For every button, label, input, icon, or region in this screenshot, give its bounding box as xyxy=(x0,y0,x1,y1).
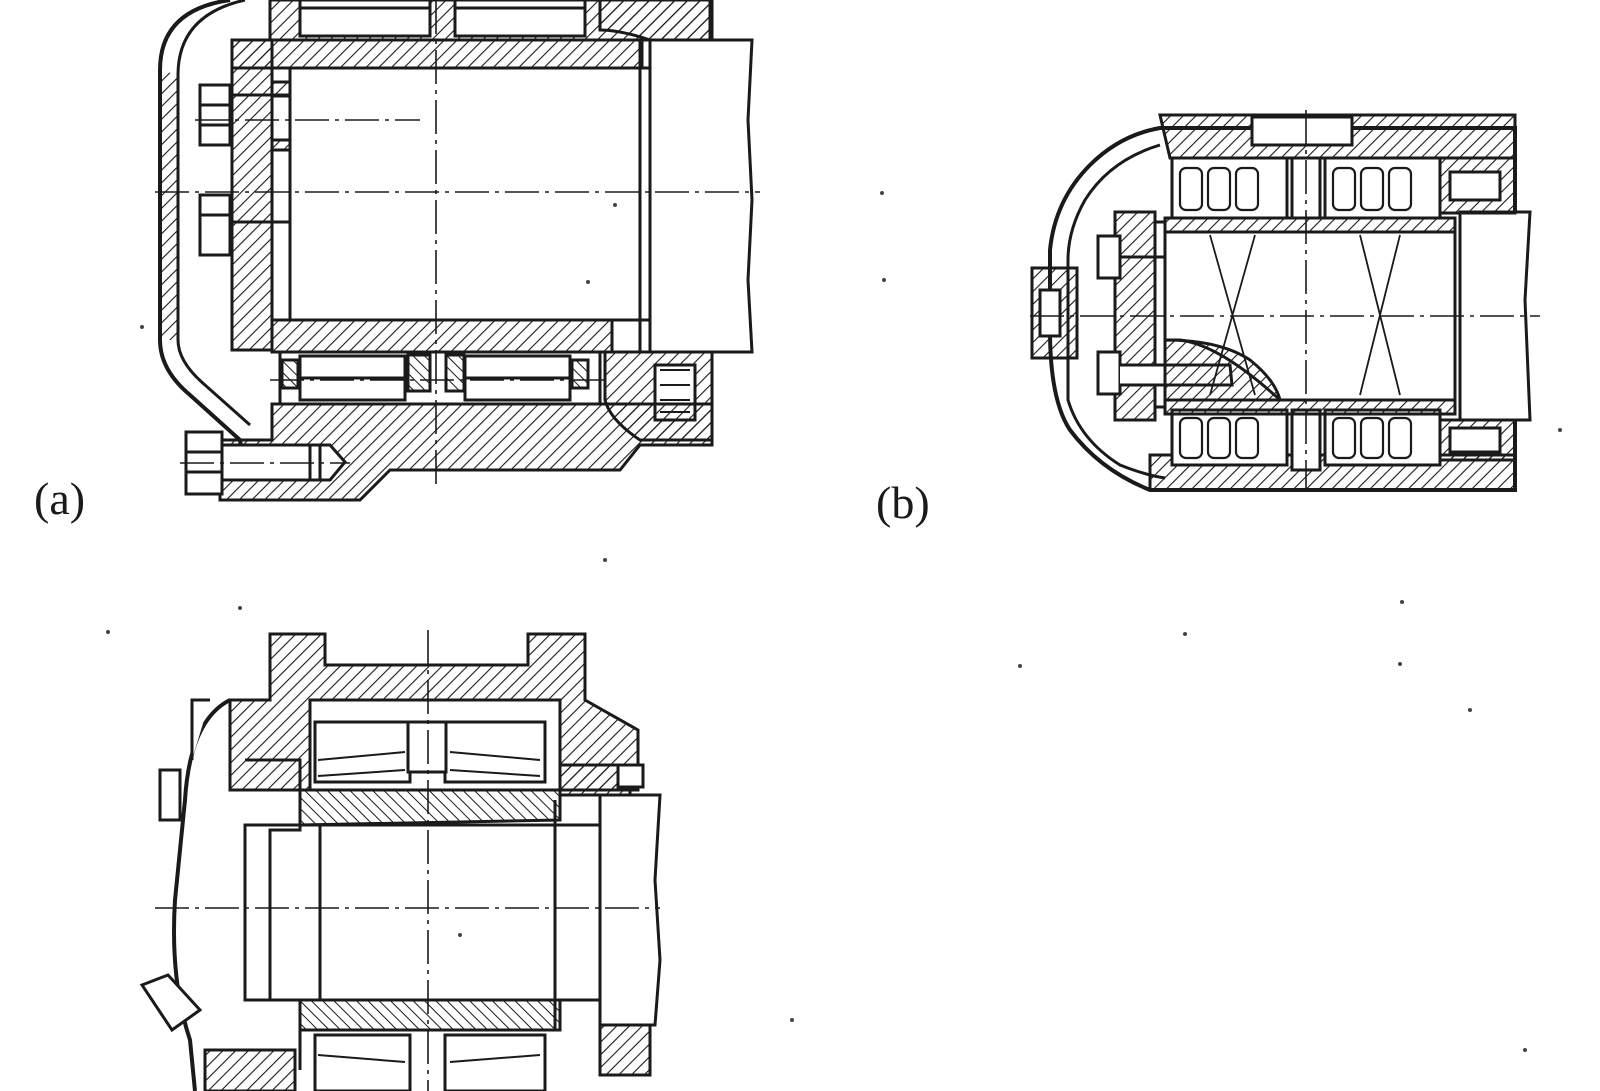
scan-specks xyxy=(106,191,1562,1052)
panel-label-a: (a) xyxy=(34,473,86,524)
drawing-a xyxy=(155,0,760,502)
panel-label-b: (b) xyxy=(876,477,930,528)
drawing-c xyxy=(139,630,662,1091)
drawing-b xyxy=(1030,110,1540,492)
